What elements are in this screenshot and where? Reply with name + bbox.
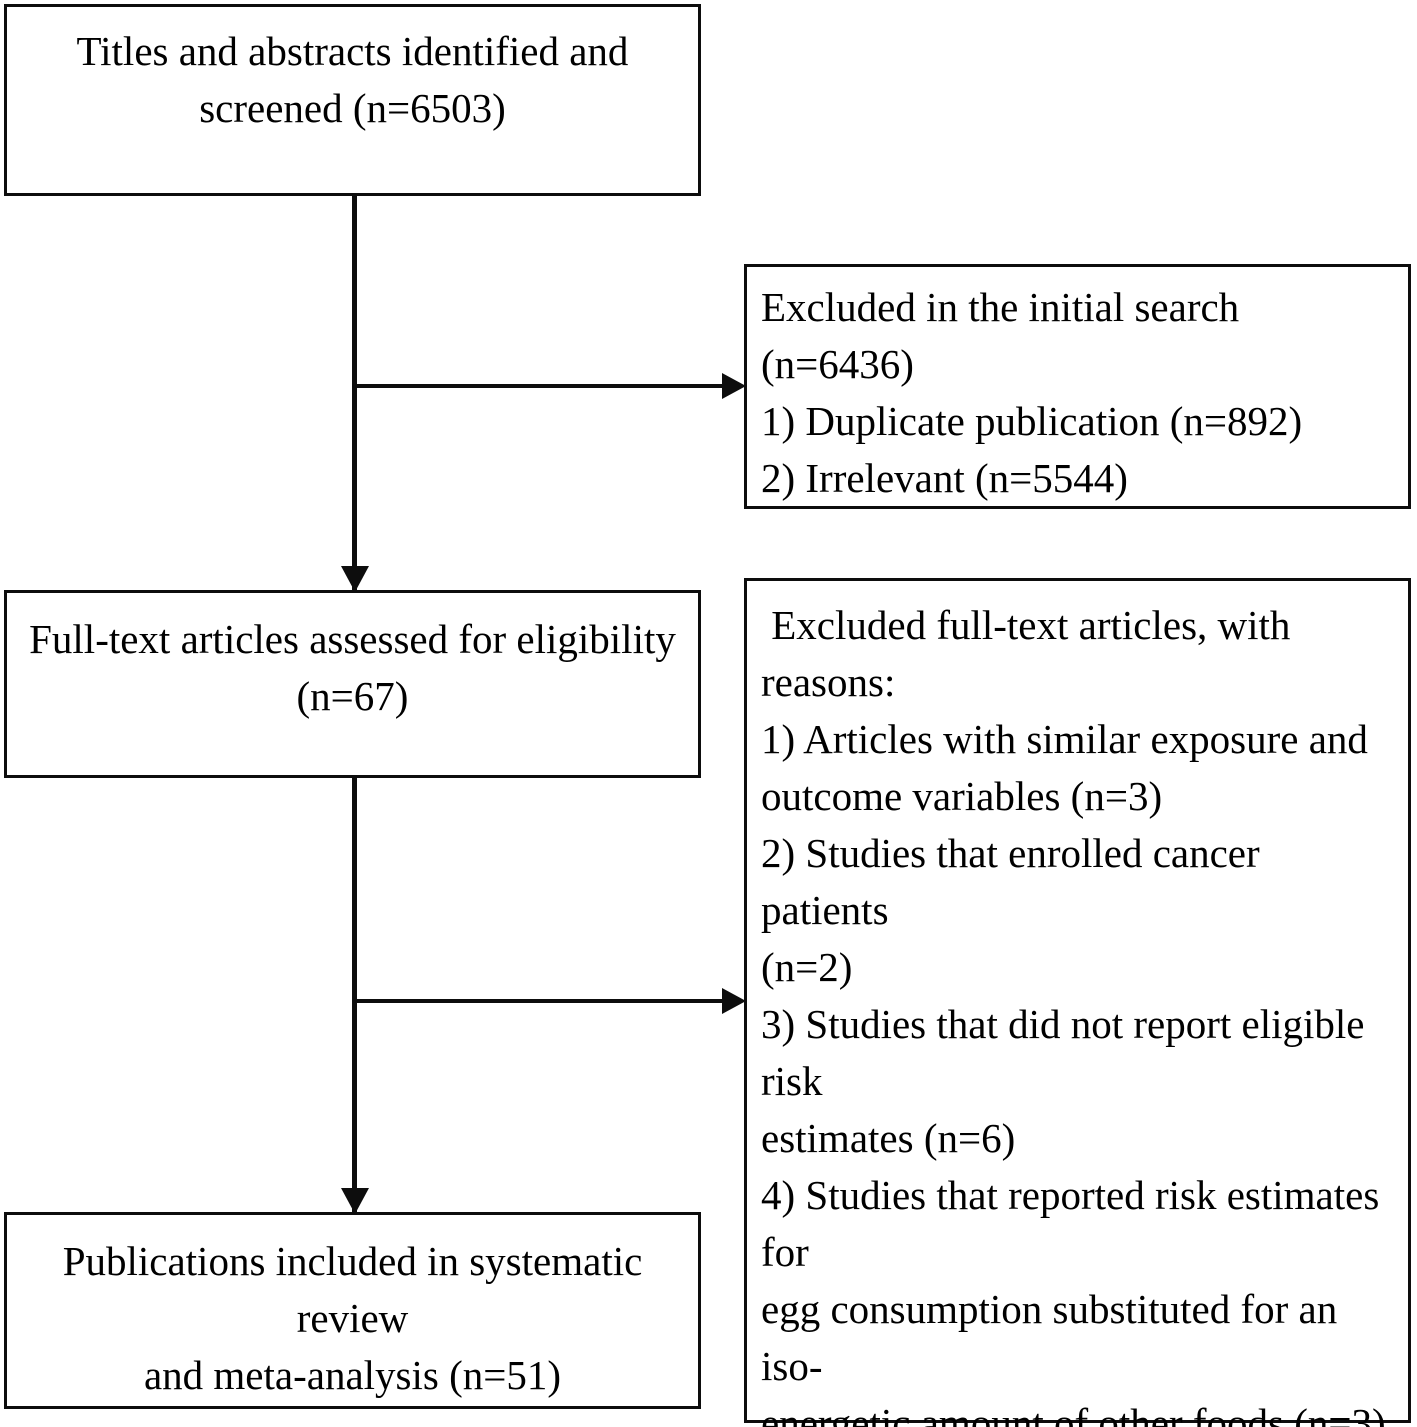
node-excluded-fulltext-reasons-label: Excluded full-text articles, with reason… bbox=[761, 602, 1386, 1427]
arrow-down-icon-fulltext bbox=[341, 566, 369, 592]
connector-identified-to-fulltext bbox=[352, 195, 357, 591]
node-publications-included: Publications included in systematic revi… bbox=[4, 1212, 701, 1409]
node-fulltext-assessed-eligibility-label: Full-text articles assessed for eligibil… bbox=[29, 616, 676, 719]
connector-fulltext-to-included bbox=[352, 777, 357, 1213]
node-titles-abstracts-identified: Titles and abstracts identified and scre… bbox=[4, 4, 701, 196]
arrow-right-icon-excluded-fulltext bbox=[722, 988, 746, 1014]
arrow-down-icon-included bbox=[341, 1188, 369, 1214]
node-titles-abstracts-identified-label: Titles and abstracts identified and scre… bbox=[76, 28, 629, 131]
node-fulltext-assessed-eligibility: Full-text articles assessed for eligibil… bbox=[4, 590, 701, 778]
connector-branch-to-excluded-initial bbox=[354, 384, 740, 388]
node-publications-included-label: Publications included in systematic revi… bbox=[62, 1238, 643, 1398]
node-excluded-fulltext-reasons: Excluded full-text articles, with reason… bbox=[744, 578, 1411, 1427]
arrow-right-icon-excluded-initial bbox=[722, 373, 746, 399]
connector-branch-to-excluded-fulltext bbox=[354, 999, 740, 1003]
node-excluded-initial-search-label: Excluded in the initial search (n=6436) … bbox=[761, 284, 1303, 501]
node-excluded-initial-search: Excluded in the initial search (n=6436) … bbox=[744, 264, 1411, 509]
